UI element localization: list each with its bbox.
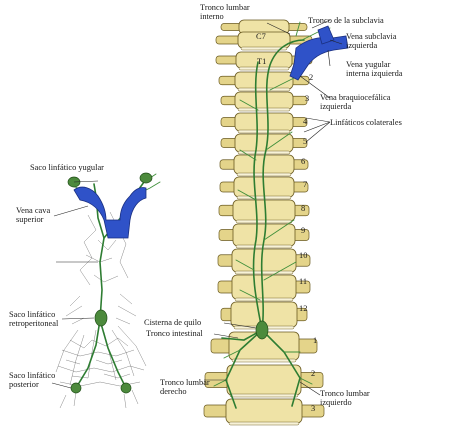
- intervertebral-disc: [228, 421, 300, 426]
- vertebra-t2: [218, 71, 310, 92]
- vertebra-label-t2: 2: [309, 73, 314, 82]
- intervertebral-disc: [237, 87, 291, 92]
- vertebral-body: [234, 91, 294, 110]
- jugular-vein-shape: [317, 25, 335, 45]
- saco-posterior-label-line1: Saco linfático: [9, 371, 56, 380]
- intervertebral-disc: [236, 172, 292, 177]
- intervertebral-disc: [237, 107, 291, 112]
- vertebral-body: [234, 133, 294, 153]
- vertebra-l3: [203, 398, 325, 426]
- cisterna-quilo-shape: [255, 320, 269, 340]
- intervertebral-disc: [235, 244, 293, 249]
- intervertebral-disc: [231, 358, 297, 363]
- tronco-lumbar-interno-label-line1: Tronco lumbar: [200, 3, 250, 12]
- vena-subclavia-label-line1: Vena subclavia: [346, 32, 397, 41]
- vertebra-label-l2: 2: [311, 369, 316, 378]
- vertebra-label-t8: 8: [301, 204, 306, 213]
- vertebral-body: [226, 364, 302, 396]
- vertebra-label-t10: 10: [299, 251, 308, 260]
- vertebra-label-t12: 12: [299, 304, 308, 313]
- vertebra-t10: [217, 248, 311, 275]
- vertebra-t5: [220, 133, 308, 155]
- vertebral-body: [232, 199, 296, 222]
- cisterna-quilo-label: Cisterna de quilo: [144, 318, 202, 327]
- vertebra-label-t4: 4: [303, 117, 308, 126]
- intervertebral-disc: [237, 150, 291, 155]
- vertebral-body: [234, 112, 294, 132]
- vertebral-body: [231, 248, 297, 273]
- tronco-subclavia-label: Tronco de la subclavia: [308, 16, 384, 25]
- vertebra-label-t3: 3: [305, 94, 310, 103]
- linfaticos-colaterales-label: Linfáticos colaterales: [330, 118, 402, 127]
- spine-figure: [203, 19, 349, 426]
- vertebra-label-l1: 1: [313, 336, 318, 345]
- vertebra-label-t6: 6: [301, 157, 306, 166]
- tronco-lumbar-derecho-label-line1: Tronco lumbar: [160, 378, 210, 387]
- tronco-intestinal-label: Tronco intestinal: [146, 329, 203, 338]
- jugular-sac-right-shape: [139, 172, 153, 184]
- vertebra-label-t7: 7: [303, 180, 308, 189]
- vena-braquiocefalica-label-line1: Vena braquiocefálica: [320, 93, 391, 102]
- tronco-lumbar-izquierdo-label-line2: izquierdo: [320, 398, 352, 407]
- intervertebral-disc: [238, 66, 290, 71]
- vena-subclavia-label-line2: izquierda: [346, 41, 378, 50]
- embryonic-lymph-system: [51, 172, 161, 409]
- vena-cava-label-line1: Vena cava: [16, 206, 51, 215]
- intervertebral-disc: [229, 393, 299, 398]
- thoracic-duct: [213, 21, 331, 409]
- vena-cava-superior-shape: [73, 186, 147, 239]
- saco-retroperitoneal-label-line1: Saco linfático: [9, 310, 56, 319]
- tronco-lumbar-izquierdo-label-line1: Tronco lumbar: [320, 389, 370, 398]
- subclavian-brachiocephalic-vein-shape: [289, 35, 349, 81]
- saco-retroperitoneal-label-line2: retroperitoneal: [9, 319, 59, 328]
- lymph-network: [55, 211, 147, 409]
- vena-braquiocefalica-label-line2: izquierda: [320, 102, 352, 111]
- saco-posterior-label-line2: posterior: [9, 380, 39, 389]
- vertebral-body: [225, 398, 303, 424]
- saco-yugular-label: Saco linfático yugular: [30, 163, 104, 172]
- vena-cava-label-line2: superior: [16, 215, 44, 224]
- vertebra-t8: [218, 199, 310, 224]
- vertebra-label-c7: C7: [256, 32, 266, 41]
- vertebra-label-l3: 3: [311, 404, 316, 413]
- vertebra-label-t1: T1: [257, 57, 267, 66]
- vertebral-body: [231, 274, 297, 300]
- intervertebral-disc: [237, 129, 291, 134]
- intervertebral-disc: [240, 46, 288, 51]
- vena-yugular-label-line2: interna izquierda: [346, 69, 403, 78]
- vena-yugular-label-line1: Vena yugular: [346, 60, 391, 69]
- intervertebral-disc: [234, 297, 294, 302]
- vertebra-l2: [204, 364, 324, 398]
- vertebra-t3: [220, 91, 308, 112]
- vertebra-t4: [220, 112, 308, 134]
- vertebra-t11: [217, 274, 311, 302]
- retroperitoneal-sac-shape: [94, 309, 108, 327]
- vertebral-body: [234, 71, 294, 90]
- posterior-sac-left-shape: [70, 382, 82, 394]
- intervertebral-disc: [235, 219, 293, 224]
- intervertebral-disc: [234, 270, 294, 275]
- tronco-lumbar-interno-label-line2: interno: [200, 12, 224, 21]
- posterior-sac-right-shape: [120, 382, 132, 394]
- tronco-lumbar-derecho-label-line2: derecho: [160, 387, 187, 396]
- vertebra-t1: [215, 51, 313, 71]
- vertebra-label-t11: 11: [299, 277, 308, 286]
- vertebra-label-t5: 5: [303, 137, 308, 146]
- vertebra-label-t9: 9: [301, 226, 306, 235]
